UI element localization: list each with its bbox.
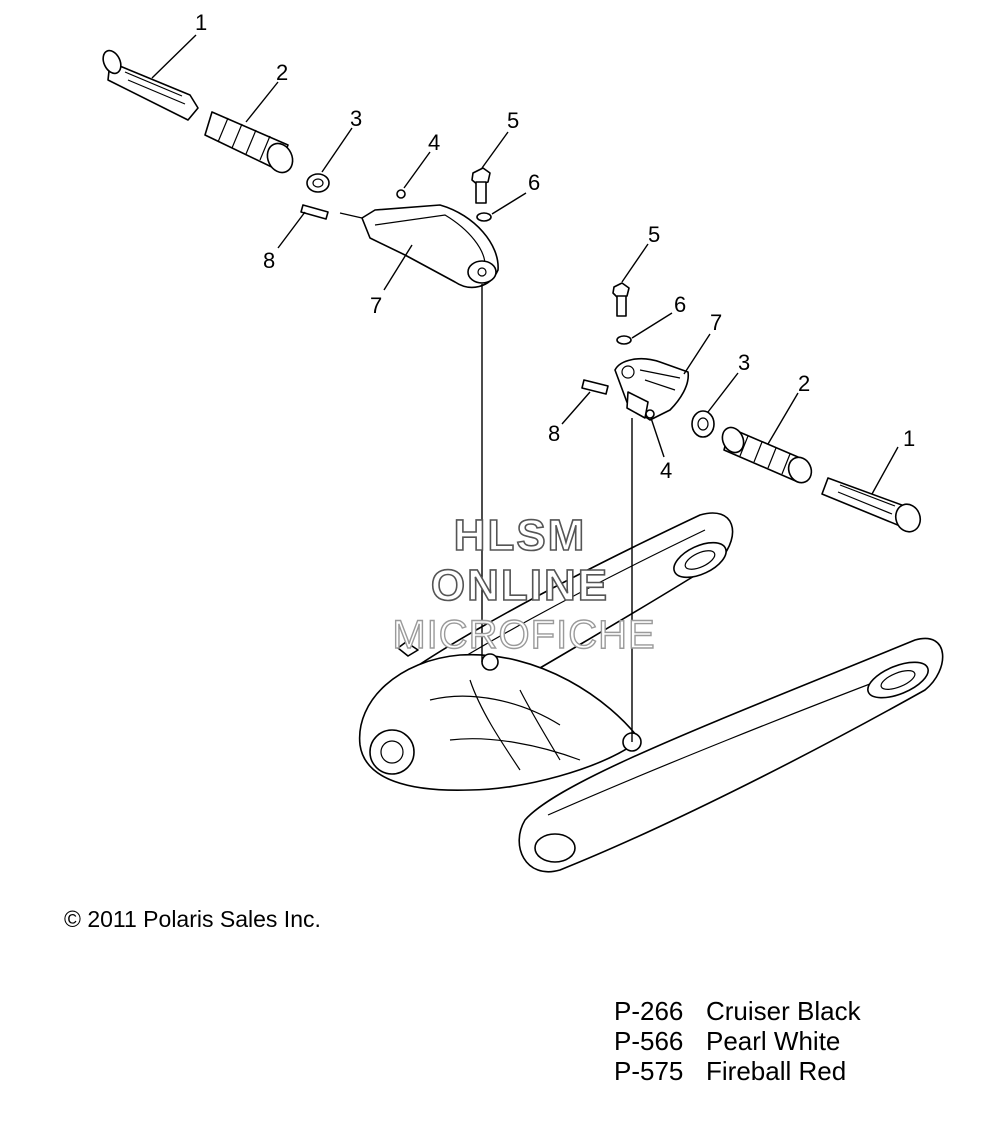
callout-right-8: 8: [548, 421, 560, 446]
callout-left-2: 2: [276, 60, 288, 85]
left-bolt-part-5: [471, 167, 491, 204]
right-rubber-part-2: [721, 426, 813, 484]
left-bracket-part-7: [339, 204, 499, 289]
callout-labels: 1 2 3 4 5 6 7 8 1 2 3 4 5 6 7 8: [195, 10, 915, 483]
left-footpeg-assembly: [102, 49, 499, 289]
watermark-line-1: HLSM: [454, 511, 587, 560]
right-washer-part-6: [616, 335, 632, 345]
callout-right-6: 6: [674, 292, 686, 317]
right-bolt-part-5: [612, 282, 630, 317]
legend-color-name: Fireball Red: [706, 1056, 847, 1086]
callout-left-5: 5: [507, 108, 519, 133]
callout-right-7: 7: [710, 310, 722, 335]
legend-code: P-266: [614, 996, 684, 1026]
watermark: HLSM ONLINE MICROFICHE: [392, 510, 656, 658]
callout-left-8: 8: [263, 248, 275, 273]
right-pin-part-8: [581, 379, 609, 395]
right-washer-part-3: [691, 410, 715, 438]
color-legend: P-266 Cruiser Black P-566 Pearl White P-57…: [614, 996, 861, 1086]
legend-code: P-575: [614, 1056, 684, 1086]
left-nut-part-4: [396, 189, 406, 199]
legend-color-name: Pearl White: [706, 1026, 841, 1056]
legend-code: P-566: [614, 1026, 684, 1056]
watermark-line-2: ONLINE: [431, 561, 609, 610]
callout-left-1: 1: [195, 10, 207, 35]
callout-right-2: 2: [798, 371, 810, 396]
legend-color-name: Cruiser Black: [706, 996, 861, 1026]
legend-row: P-575 Fireball Red: [614, 1056, 861, 1086]
callout-left-3: 3: [350, 106, 362, 131]
right-nut-part-4: [645, 409, 655, 419]
callout-right-1: 1: [903, 426, 915, 451]
left-pin-part-1: [102, 49, 199, 121]
legend-row: P-566 Pearl White: [614, 1026, 861, 1056]
right-bracket-part-7: [614, 358, 690, 421]
callout-left-7: 7: [370, 293, 382, 318]
callout-left-6: 6: [528, 170, 540, 195]
swingarm: [358, 512, 944, 873]
callout-right-4: 4: [660, 458, 672, 483]
watermark-line-3: MICROFICHE: [392, 613, 655, 657]
right-footpeg-assembly: [581, 282, 922, 533]
callout-leaders: [151, 34, 899, 495]
callout-right-5: 5: [648, 222, 660, 247]
copyright-notice: © 2011 Polaris Sales Inc.: [64, 906, 321, 932]
left-washer-part-6: [476, 212, 492, 222]
callout-right-3: 3: [738, 350, 750, 375]
left-rubber-part-2: [204, 111, 294, 174]
right-pin-part-1: [821, 477, 922, 533]
callout-left-4: 4: [428, 130, 440, 155]
legend-row: P-266 Cruiser Black: [614, 996, 861, 1026]
left-pin-part-8: [300, 204, 329, 220]
left-washer-part-3: [306, 173, 330, 193]
